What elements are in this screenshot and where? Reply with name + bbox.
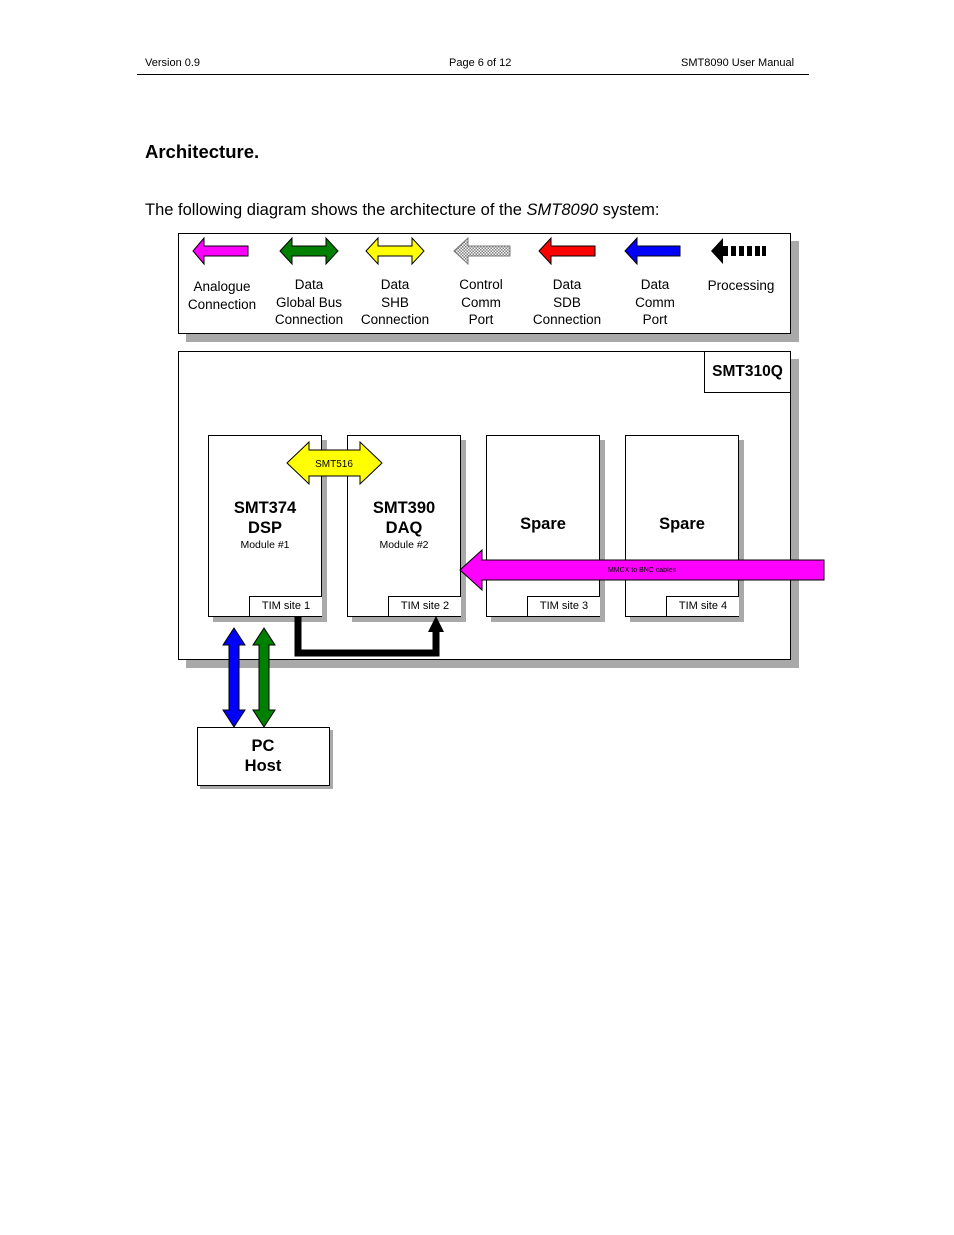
shb-connector-arrow xyxy=(286,440,383,486)
pc-host-label: PC Host xyxy=(198,736,328,776)
legend-sdb-icon xyxy=(538,236,596,266)
module-name-2: SMT390 DAQ xyxy=(347,498,461,538)
analogue-input-label: MMCX to BNC cables xyxy=(608,567,677,574)
module-3-line-1: Spare xyxy=(520,515,566,533)
module-box-4 xyxy=(625,435,739,617)
shb-connector-label: SMT516 xyxy=(315,459,353,470)
legend-shb-line-3: Connection xyxy=(360,312,430,327)
module-box-3 xyxy=(486,435,600,617)
legend-global-bus-line-3: Connection xyxy=(274,312,344,327)
legend-sdb-line-3: Connection xyxy=(532,312,602,327)
intro-text-end: system: xyxy=(598,201,660,219)
legend-label-analogue: Analogue Connection xyxy=(172,278,272,313)
legend-processing-line-1: Processing xyxy=(707,278,775,293)
carrier-board-label: SMT310Q xyxy=(704,351,791,393)
legend-label-global-bus: Data Global Bus Connection xyxy=(259,276,359,329)
legend-comm-line-1: Data xyxy=(640,277,670,292)
tim-site-1: TIM site 1 xyxy=(249,596,322,616)
section-title: Architecture. xyxy=(145,141,260,162)
header-manual-title: SMT8090 User Manual xyxy=(681,57,795,69)
legend-control-line-3: Port xyxy=(468,312,494,327)
legend-shb-line-1: Data xyxy=(380,277,410,292)
legend-label-processing: Processing xyxy=(691,277,791,295)
legend-processing-icon xyxy=(711,238,766,264)
analogue-input-arrow xyxy=(459,548,825,592)
legend-sdb-line-2: SDB xyxy=(553,294,581,310)
legend-label-control-comm: Control Comm Port xyxy=(431,276,531,329)
legend-label-comm-port: Data Comm Port xyxy=(605,276,705,329)
header-version: Version 0.9 xyxy=(145,57,201,69)
intro-system-name: SMT8090 xyxy=(526,201,599,219)
legend-control-line-2: Comm xyxy=(461,294,501,310)
legend-control-comm-icon xyxy=(453,236,511,266)
header-rule xyxy=(137,74,809,75)
module-name-1: SMT374 DSP xyxy=(208,498,322,538)
legend-global-bus-line-2: Global Bus xyxy=(275,294,343,310)
legend-analogue-line-1: Analogue xyxy=(193,279,251,294)
pc-host-line-2: Host xyxy=(244,757,282,775)
legend-analogue-line-2: Connection xyxy=(187,296,257,312)
intro-text-start: The following diagram shows the architec… xyxy=(145,201,527,219)
intro-paragraph: The following diagram shows the architec… xyxy=(145,201,660,220)
processing-link-arrow xyxy=(294,616,444,657)
legend-comm-line-3: Port xyxy=(642,312,668,327)
tim-site-3: TIM site 3 xyxy=(527,596,600,616)
pc-host-line-1: PC xyxy=(251,737,275,755)
tim-site-4: TIM site 4 xyxy=(666,596,739,616)
legend-global-bus-line-1: Data xyxy=(294,277,324,292)
legend-analogue-icon xyxy=(192,236,249,266)
legend-label-shb: Data SHB Connection xyxy=(345,276,445,329)
legend-label-sdb: Data SDB Connection xyxy=(517,276,617,329)
legend-global-bus-icon xyxy=(279,236,339,266)
module-name-4: Spare xyxy=(625,514,739,534)
module-1-line-2: DSP xyxy=(248,519,282,537)
module-1-sub: Module #1 xyxy=(240,539,290,551)
legend-shb-line-2: SHB xyxy=(381,294,409,310)
module-4-line-1: Spare xyxy=(659,515,705,533)
module-1-line-1: SMT374 xyxy=(233,499,297,517)
legend-shb-icon xyxy=(365,236,425,266)
tim-site-2: TIM site 2 xyxy=(388,596,461,616)
module-2-sub: Module #2 xyxy=(379,539,429,551)
comm-port-link-arrow xyxy=(222,627,246,728)
module-2-line-2: DAQ xyxy=(385,519,423,537)
legend-comm-port-icon xyxy=(624,236,681,266)
legend-control-line-1: Control xyxy=(459,277,503,292)
legend-sdb-line-1: Data xyxy=(552,277,582,292)
pc-host-box xyxy=(197,727,330,786)
legend-comm-line-2: Comm xyxy=(635,294,675,310)
module-2-line-1: SMT390 xyxy=(372,499,436,517)
global-bus-link-arrow xyxy=(252,627,276,728)
header-page-number: Page 6 of 12 xyxy=(449,57,512,69)
module-name-3: Spare xyxy=(486,514,600,534)
